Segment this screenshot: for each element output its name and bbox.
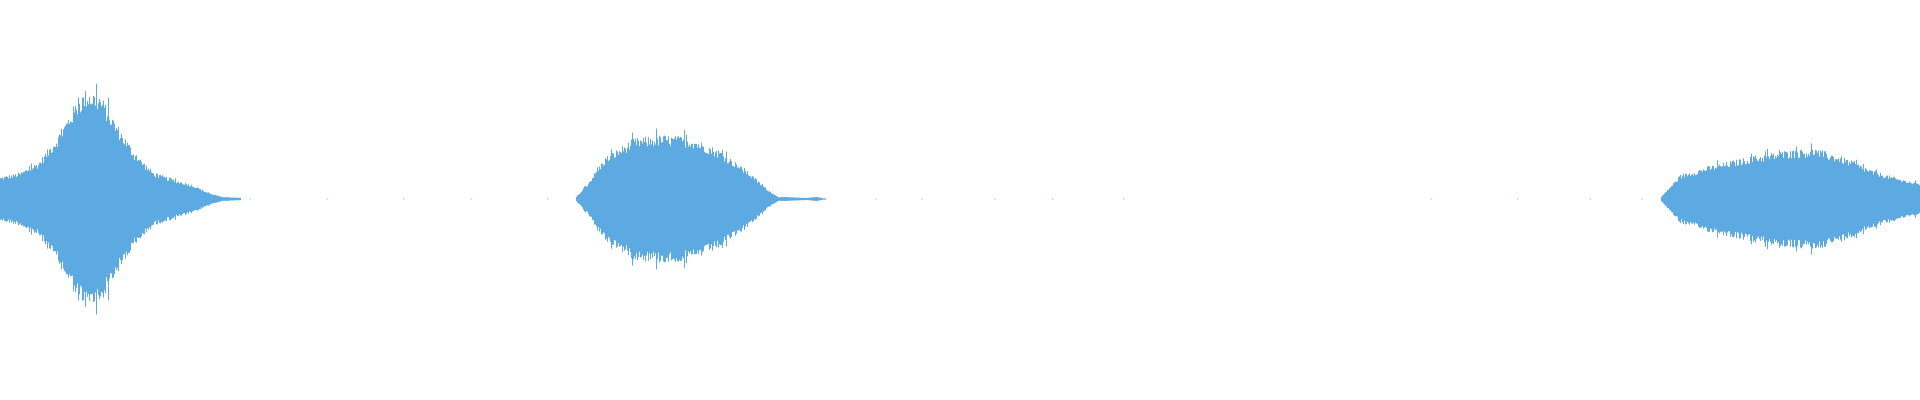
waveform-speck (1123, 198, 1125, 200)
waveform-speck (1641, 198, 1643, 200)
waveform-burst-1 (0, 83, 241, 315)
waveform-speck (470, 198, 472, 200)
waveform-speck (720, 198, 721, 200)
waveform-speck (921, 198, 923, 200)
waveform-noise-specks (249, 198, 1643, 200)
waveform-burst-3 (1661, 143, 1920, 255)
waveform-speck (1052, 198, 1054, 200)
waveform-speck (764, 198, 766, 200)
waveform-speck (1589, 198, 1591, 200)
waveform-speck (1516, 198, 1518, 200)
waveform-speck (547, 198, 549, 200)
waveform-path-burst-2 (576, 128, 826, 270)
waveform-speck (326, 198, 328, 200)
waveform-path-burst-3 (1661, 143, 1920, 255)
waveform-path-burst-1 (0, 83, 241, 315)
waveform-speck (403, 198, 405, 200)
waveform-speck (249, 198, 251, 200)
waveform-speck (994, 198, 996, 200)
waveform-speck (875, 198, 877, 200)
waveform-speck (1430, 198, 1432, 200)
waveform-burst-2 (576, 128, 826, 270)
